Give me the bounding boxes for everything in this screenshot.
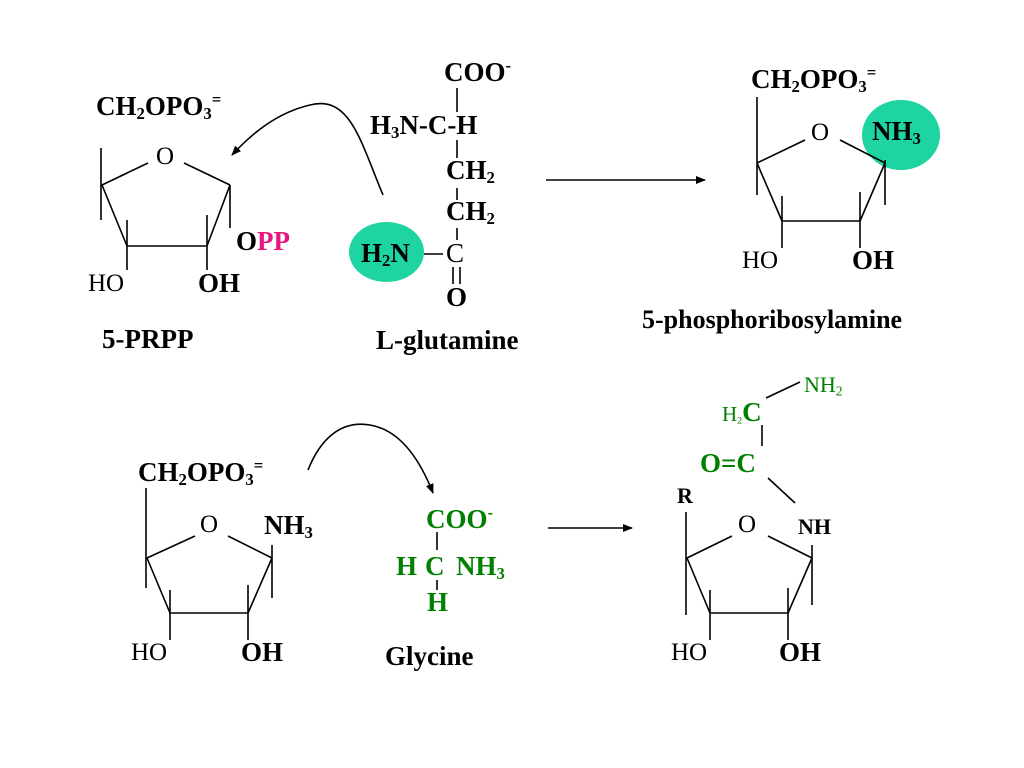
pra-nh3-label: NH3	[872, 116, 921, 149]
pra2-oh-label: OH	[241, 637, 284, 667]
pra-ho-label: HO	[742, 247, 779, 274]
pra2-ch2opo3-label: CH2OPO3=	[138, 456, 264, 490]
glutamine-carbonyl-carbon: C	[446, 238, 465, 268]
gar-ho-label: HO	[671, 639, 708, 666]
pra-ring-oxygen: O	[811, 119, 830, 146]
prpp-ch2opo3-label: CH2OPO3=	[96, 90, 222, 124]
pra-ch2opo3-label: CH2OPO3=	[751, 63, 877, 97]
glycine-c-label: C	[425, 551, 445, 581]
gar-ring-oxygen: O	[738, 511, 757, 538]
curved-arrow-bottom	[307, 423, 434, 494]
pra2-ho-label: HO	[131, 639, 168, 666]
gar-nh2-label: NH2	[804, 372, 843, 399]
gar-r-label: R	[677, 483, 693, 508]
glutamine-ch2-b: CH2	[446, 196, 495, 229]
curved-arrow-top	[231, 102, 384, 196]
prpp-opp-label: OPP	[236, 226, 291, 256]
gar-h2c-label: H2C	[722, 397, 762, 427]
pra-name: 5-phosphoribosylamine	[642, 305, 903, 334]
pra2-ring-oxygen: O	[200, 511, 219, 538]
pra-oh-label: OH	[852, 245, 895, 275]
glutamine-amide-nitrogen: H2N	[361, 238, 410, 271]
pra2-nh3-label: NH3	[264, 510, 313, 543]
pra2-ring	[145, 488, 273, 640]
gar-ring	[685, 381, 813, 640]
prpp-oh-label: OH	[198, 268, 241, 298]
glutamine-name: L-glutamine	[376, 325, 519, 355]
glutamine-ch2-a: CH2	[446, 155, 495, 188]
prpp-ring-oxygen: O	[156, 143, 175, 170]
glycine-coo-label: COO-	[426, 503, 494, 535]
glutamine-coo-label: COO-	[444, 56, 512, 88]
prpp-ho-label: HO	[88, 270, 125, 297]
glycine-name: Glycine	[385, 641, 474, 671]
glutamine-carbonyl-oxygen: O	[446, 282, 468, 312]
glycine-nh3-label: NH3	[456, 551, 505, 584]
glycine-h-label: H	[396, 551, 418, 581]
gar-carbonyl-label: O=C	[700, 448, 756, 478]
glutamine-bonds	[424, 88, 461, 284]
gar-nh-label: NH	[798, 514, 831, 539]
pra-ring	[756, 97, 886, 248]
gar-oh-label: OH	[779, 637, 822, 667]
prpp-ring	[100, 148, 231, 270]
glycine-h-bottom-label: H	[427, 587, 449, 617]
amide-nitrogen-highlight	[349, 222, 424, 282]
prpp-name: 5-PRPP	[102, 324, 194, 354]
glutamine-alpha-carbon: H3N-C-H	[370, 110, 478, 143]
